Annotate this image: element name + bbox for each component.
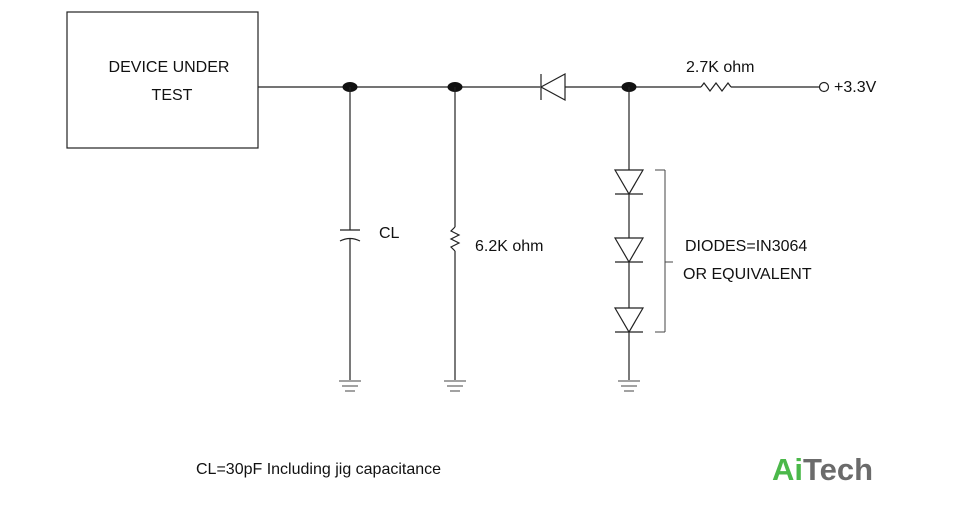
- series-resistor: [700, 82, 732, 92]
- stack-diode-3: [613, 307, 645, 334]
- capacitor-label: CL: [379, 225, 400, 242]
- stack-diode-2: [613, 237, 645, 264]
- ground-symbol-diodes: [618, 380, 640, 392]
- diode-stack-bracket: [655, 169, 673, 333]
- supply-label: +3.3V: [834, 79, 877, 96]
- supply-terminal: [818, 81, 830, 93]
- diodes-label-line1: DIODES=IN3064: [685, 238, 807, 255]
- series-diode: [539, 72, 566, 102]
- shunt-resistor-label: 6.2K ohm: [475, 238, 543, 255]
- series-resistor-label: 2.7K ohm: [686, 59, 754, 76]
- device-under-test-box: [66, 11, 259, 149]
- capacitance-footnote: CL=30pF Including jig capacitance: [196, 461, 441, 478]
- logo-part-ai: Ai: [772, 452, 803, 487]
- shunt-resistor: [449, 87, 461, 380]
- load-capacitor: [339, 87, 361, 380]
- device-label-line2: TEST: [152, 87, 193, 104]
- device-label-line1: DEVICE UNDER: [109, 59, 230, 76]
- aitech-logo: AiTech: [772, 452, 873, 488]
- stack-diode-1: [613, 169, 645, 196]
- diodes-label-line2: OR EQUIVALENT: [683, 266, 812, 283]
- ground-symbol-capacitor: [339, 380, 361, 392]
- logo-part-tech: Tech: [803, 452, 874, 487]
- ground-symbol-resistor: [444, 380, 466, 392]
